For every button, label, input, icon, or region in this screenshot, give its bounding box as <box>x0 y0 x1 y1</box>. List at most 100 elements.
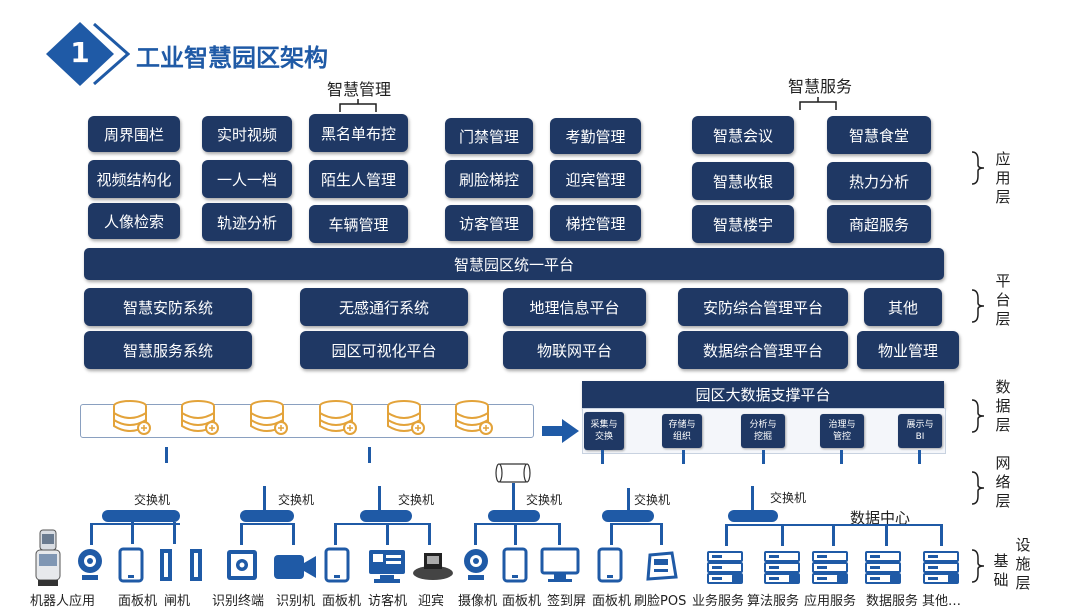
platform-smart-security: 智慧安防系统 <box>84 288 252 326</box>
connector <box>334 523 337 545</box>
unified-platform-bar: 智慧园区统一平台 <box>84 248 944 280</box>
device-label: 应用服务 <box>804 594 857 609</box>
app-perimeter-fence: 周界围栏 <box>88 116 180 152</box>
device-label: 摄像机 <box>458 594 498 609</box>
connector <box>660 523 663 545</box>
device-label: 识别机 <box>276 594 316 609</box>
connector <box>627 488 630 512</box>
database-icon <box>110 398 156 442</box>
device-label: 数据服务 <box>866 594 919 609</box>
layer-brace-platform <box>971 289 985 323</box>
device-label: 刷脸POS <box>634 594 687 609</box>
app-greeting-management: 迎宾管理 <box>550 160 641 198</box>
connector <box>940 524 943 546</box>
title-badge-number: 1 <box>70 36 90 69</box>
device-label: 面板机 <box>118 594 158 609</box>
app-person-profile: 一人一档 <box>202 160 292 198</box>
connector <box>165 447 168 463</box>
app-elevator-management: 梯控管理 <box>550 205 641 241</box>
server-icon <box>811 550 851 590</box>
connector <box>918 450 921 464</box>
layer-label-infrastructure-b: 设施层 <box>1015 536 1031 592</box>
layer-label-platform: 平台层 <box>995 272 1011 328</box>
title-badge <box>46 22 130 86</box>
connector <box>832 524 835 546</box>
connector <box>292 523 295 545</box>
gate-icon <box>160 549 202 581</box>
device-label: 算法服务 <box>747 594 800 609</box>
connector <box>90 523 93 545</box>
connector <box>781 524 784 546</box>
app-visitor-management: 访客管理 <box>445 205 533 241</box>
device-label: 机器人应用 <box>30 594 96 609</box>
device-label: 面板机 <box>592 594 632 609</box>
app-face-elevator: 刷脸梯控 <box>445 160 533 198</box>
platform-security-management: 安防综合管理平台 <box>678 288 848 326</box>
connector <box>840 450 843 464</box>
safe-terminal-icon <box>227 550 257 580</box>
switch-label: 交换机 <box>398 493 435 507</box>
app-access-control: 门禁管理 <box>445 118 533 154</box>
connector <box>725 524 728 546</box>
connector <box>610 523 613 545</box>
connector <box>610 523 662 525</box>
connector <box>378 486 381 512</box>
data-platform-title: 园区大数据支撑平台 <box>582 381 944 408</box>
arrow-right-icon <box>542 419 579 443</box>
storage-cylinder-icon <box>495 463 531 483</box>
database-icon <box>316 398 362 442</box>
platform-other: 其他 <box>864 288 942 326</box>
app-smart-meeting: 智慧会议 <box>692 116 794 154</box>
layer-label-data: 数据层 <box>995 378 1011 434</box>
app-face-search: 人像检索 <box>88 203 180 239</box>
app-vehicle-management: 车辆管理 <box>309 205 408 243</box>
platform-seamless-access: 无感通行系统 <box>300 288 468 326</box>
data-module-governance: 治理与 管控 <box>820 414 864 448</box>
pos-icon <box>646 551 678 581</box>
switch-label: 交换机 <box>634 493 671 507</box>
connector <box>90 523 180 525</box>
database-pool <box>80 404 534 438</box>
camera-icon <box>78 549 102 580</box>
switch-3 <box>360 510 412 522</box>
brace-management <box>339 99 377 112</box>
tablet-icon <box>324 547 350 583</box>
switch-5 <box>602 510 654 522</box>
device-label: 识别终端 <box>212 594 265 609</box>
connector <box>762 450 765 464</box>
device-label: 访客机 <box>368 594 408 609</box>
connector <box>131 522 134 544</box>
connector <box>558 523 561 545</box>
connector <box>240 523 294 525</box>
platform-smart-service: 智慧服务系统 <box>84 331 252 369</box>
data-module-collect: 采集与 交换 <box>584 412 624 450</box>
app-attendance: 考勤管理 <box>550 118 641 154</box>
connector <box>474 523 560 525</box>
connector <box>173 522 176 544</box>
kiosk-icon <box>369 550 405 583</box>
app-live-video: 实时视频 <box>202 116 292 152</box>
brace-services <box>799 97 837 110</box>
connector <box>240 523 243 545</box>
connector <box>474 523 477 545</box>
page-title: 工业智慧园区架构 <box>136 44 328 72</box>
server-icon <box>864 550 904 590</box>
camera-icon <box>464 549 488 580</box>
database-icon <box>247 398 293 442</box>
layer-label-infrastructure-a: 基础 <box>993 552 1009 589</box>
data-module-analysis: 分析与 挖掘 <box>741 414 785 448</box>
switch-label: 交换机 <box>770 491 807 505</box>
switch-4 <box>488 510 540 522</box>
server-icon <box>706 550 746 590</box>
connector <box>682 450 685 464</box>
device-label: 面板机 <box>502 594 542 609</box>
switch-label: 交换机 <box>526 493 563 507</box>
platform-park-visualization: 园区可视化平台 <box>300 331 468 369</box>
app-retail-service: 商超服务 <box>827 205 931 243</box>
connector <box>263 486 266 512</box>
device-label: 其他… <box>922 594 962 609</box>
connector <box>514 523 517 545</box>
robot-icon <box>35 529 61 586</box>
greeting-device-icon <box>413 553 453 580</box>
device-label: 闸机 <box>164 594 191 609</box>
